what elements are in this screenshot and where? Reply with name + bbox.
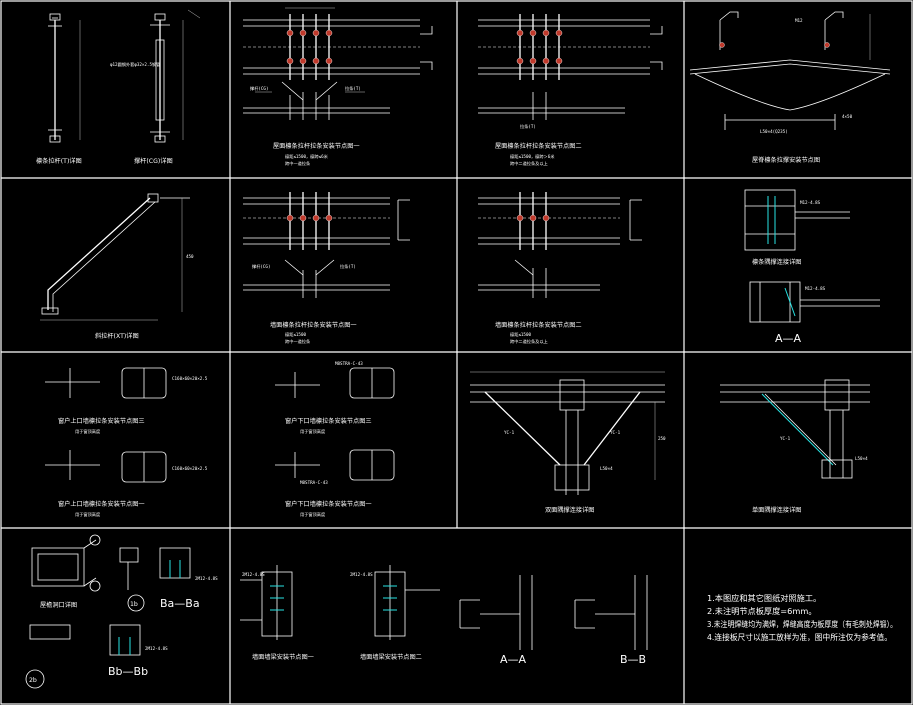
roof1-label-t: 拉条(T) — [345, 85, 361, 92]
wall-purlin-1-title: 墙面檩条拉杆拉条安装节点图一 — [270, 321, 357, 329]
roof-purlin-1-note-2: 跨中一道拉条 — [285, 160, 311, 167]
rod-cg-detail: φ12圆钢外套φ32×2.5钢管 撑杆(CG)详图 — [110, 9, 201, 165]
door-top-3-title: 窗户下口墙檩拉条安装节点图三 — [285, 417, 372, 425]
win-top-3-sub: 用于窗顶高度 — [75, 428, 101, 435]
conn-title: 檩条隅撑连接详图 — [752, 258, 802, 266]
conn-bolt: M12-4.8S — [800, 200, 821, 205]
beam1-bolt: 2M12-4.8S — [242, 572, 265, 577]
roof1-label-cg: 撑杆(CG) — [250, 85, 268, 92]
wall1-label-t: 拉条(T) — [340, 263, 356, 270]
door-frame-title: 屋檐洞口详图 — [40, 601, 77, 609]
rod-cg-title: 撑杆(CG)详图 — [134, 157, 173, 165]
win-top-3-title: 窗户上口墙檩拉条安装节点图三 — [58, 417, 145, 425]
roof-purlin-2-note-1: 檩距≤1500，檩跨＞6米 — [510, 153, 555, 160]
wall-purlin-node-1: 撑杆(CG) 拉条(T) 墙面檩条拉杆拉条安装节点图一 檩距≤1500 跨中一道… — [243, 192, 410, 345]
note-1: 1.本图应和其它图纸对照施工。 — [707, 593, 821, 603]
ridge-bolt: M12 — [795, 18, 803, 23]
window-top-node-1: C160×60×20×2.5 窗户上口墙檩拉条安装节点图一 用于窗顶高度 — [45, 450, 208, 518]
double-l-label: L50×4 — [600, 466, 613, 471]
ridge-label: L50×4(Q235) — [760, 129, 788, 134]
note-2: 2.未注明节点板厚度=6mm。 — [707, 606, 817, 616]
roof-purlin-2-note-2: 跨中二道拉条及以上 — [510, 160, 548, 167]
general-notes: 1.本图应和其它图纸对照施工。 2.未注明节点板厚度=6mm。 3.未注明焊缝均… — [707, 593, 897, 642]
win-bot-3-web: M8STRA-C-43 — [335, 361, 363, 366]
rod-cg-note: φ12圆钢外套φ32×2.5钢管 — [110, 61, 160, 68]
roof-purlin-1-note-1: 檩距≤1500，檩跨≤6米 — [285, 153, 329, 160]
double-yc-left: YC-1 — [504, 430, 515, 435]
note-3: 3.未注明焊缝均为满焊，焊缝高度为板厚度（有毛刺处焊锻）。 — [707, 619, 897, 629]
circle-1b: 1b — [130, 601, 138, 608]
conn-aa: A—A — [775, 332, 802, 345]
beam-2-title: 墙面墙梁安装节点图二 — [360, 653, 422, 661]
bb-label: Bb—Bb — [108, 665, 148, 678]
double-brace-detail: YC-1 YC-1 250 L50×4 双面隅撑连接详图 — [470, 371, 666, 514]
roof-purlin-node-1: 撑杆(CG) 拉条(T) 屋面檩条拉杆拉条安装节点图一 檩距≤1500，檩跨≤6… — [243, 7, 433, 167]
win-top-1-dim: C160×60×20×2.5 — [172, 466, 208, 471]
conn-bolt-2: M12-4.8S — [805, 286, 826, 291]
ba-label: Ba—Ba — [160, 597, 200, 610]
window-top-node-3: C160×60×20×2.5 窗户上口墙檩拉条安装节点图三 用于窗顶高度 — [45, 367, 208, 435]
roof-purlin-node-2: 拉条(T) 屋面檩条拉杆拉条安装节点图二 檩距≤1500，檩跨＞6米 跨中二道拉… — [478, 14, 663, 167]
rod-t-detail: 檩条拉杆(T)详图 — [36, 13, 82, 165]
door-bot-1-sub: 用于窗顶高度 — [300, 511, 326, 518]
win-bot-1-web: M8STRA-C-43 — [300, 480, 328, 485]
beam-1-title: 墙面墙梁安装节点图一 — [252, 653, 314, 661]
ridge-dim: 4×50 — [842, 114, 853, 119]
wall-purlin-2-note-1: 檩距≤1500 — [510, 331, 531, 338]
note-4: 4.连接板尺寸以施工放样为准，图中所注仅为参考值。 — [707, 632, 892, 642]
wall-beam-node-2: 2M12-4.8S 墙面墙梁安装节点图二 — [350, 565, 440, 661]
window-bottom-node-3: M8STRA-C-43 窗户下口墙檩拉条安装节点图三 用于窗顶高度 — [275, 361, 395, 435]
double-yc-right: YC-1 — [610, 430, 621, 435]
single-brace-title: 单面隅撑连接详图 — [752, 506, 802, 514]
ridge-title: 屋脊檩条拉撑安装节点图 — [752, 156, 820, 164]
win-top-1-title: 窗户上口墙檩拉条安装节点图一 — [58, 500, 145, 508]
door-frame-detail: 屋檐洞口详图 1b Ba—Ba 2M12-4.8S 2b Bb—Bb 2M12-… — [25, 534, 218, 689]
wall1-label-cg: 撑杆(CG) — [252, 263, 270, 270]
aa-big-label: A—A — [500, 653, 527, 666]
window-bottom-node-1: M8STRA-C-43 窗户下口墙檩拉条安装节点图一 用于窗顶高度 — [275, 449, 395, 518]
bolt-label-2: 2M12-4.8S — [145, 646, 168, 651]
single-brace-detail: YC-1 L50×4 单面隅撑连接详图 — [720, 379, 870, 514]
wall-purlin-2-note-2: 跨中二道拉条及以上 — [510, 338, 548, 345]
wall-purlin-1-note-2: 跨中一道拉条 — [285, 338, 311, 345]
ridge-purlin-node: M12 L50×4(Q235) 4×50 屋脊檩条拉撑安装节点图 — [689, 11, 891, 164]
double-dim-250: 250 — [658, 436, 666, 441]
roof-purlin-1-title: 屋面檩条拉杆拉条安装节点图一 — [273, 142, 360, 150]
single-yc: YC-1 — [780, 436, 791, 441]
bolt-label-1: 2M12-4.8S — [195, 576, 218, 581]
beam2-bolt: 2M12-4.8S — [350, 572, 373, 577]
wall-purlin-node-2: 墙面檩条拉杆拉条安装节点图二 檩距≤1500 跨中二道拉条及以上 — [478, 192, 642, 345]
roof2-label-t: 拉条(T) — [520, 123, 536, 130]
wall-purlin-2-title: 墙面檩条拉杆拉条安装节点图二 — [495, 321, 582, 329]
bb-big-label: B—B — [620, 653, 646, 666]
xt-rod-detail: 450 斜拉杆(XT)详图 — [40, 193, 194, 340]
door-top-3-sub: 用于窗顶高度 — [300, 428, 326, 435]
xt-title: 斜拉杆(XT)详图 — [95, 332, 139, 340]
section-bb-small: B—B — [574, 575, 648, 666]
double-brace-title: 双面隅撑连接详图 — [545, 506, 595, 514]
single-l-label: L50×4 — [855, 456, 868, 461]
section-aa-small: A—A — [459, 575, 533, 666]
door-bot-1-title: 窗户下口墙檩拉条安装节点图一 — [285, 500, 372, 508]
win-top-3-dim: C160×60×20×2.5 — [172, 376, 208, 381]
win-top-1-sub: 用于窗顶高度 — [75, 511, 101, 518]
purlin-brace-connection: M12-4.8S 檩条隅撑连接详图 M12-4.8S A—A — [744, 189, 880, 345]
roof-purlin-2-title: 屋面檩条拉杆拉条安装节点图二 — [495, 142, 582, 150]
rod-t-title: 檩条拉杆(T)详图 — [36, 157, 82, 165]
wall-beam-node-1: 2M12-4.8S 墙面墙梁安装节点图一 — [240, 565, 314, 661]
wall-purlin-1-note-1: 檩距≤1500 — [285, 331, 306, 338]
circle-2b: 2b — [29, 677, 37, 684]
xt-dim: 450 — [186, 254, 194, 259]
